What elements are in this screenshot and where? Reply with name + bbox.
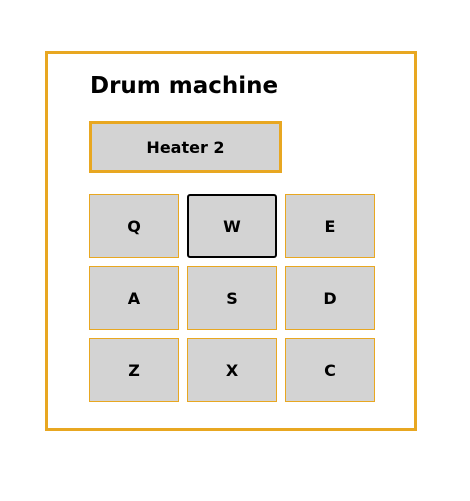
drum-pad-x[interactable]: X xyxy=(187,338,277,402)
drum-pad-q[interactable]: Q xyxy=(89,194,179,258)
drum-pad-c[interactable]: C xyxy=(285,338,375,402)
drum-machine-panel: Drum machine Heater 2 Q W E A S D Z X C xyxy=(45,51,417,431)
drum-pad-s[interactable]: S xyxy=(187,266,277,330)
drum-pad-grid: Q W E A S D Z X C xyxy=(89,194,375,403)
drum-pad-a[interactable]: A xyxy=(89,266,179,330)
app-title: Drum machine xyxy=(90,73,279,99)
drum-pad-e[interactable]: E xyxy=(285,194,375,258)
drum-pad-w[interactable]: W xyxy=(187,194,277,258)
drum-pad-d[interactable]: D xyxy=(285,266,375,330)
drum-pad-z[interactable]: Z xyxy=(89,338,179,402)
sound-display: Heater 2 xyxy=(89,121,282,173)
